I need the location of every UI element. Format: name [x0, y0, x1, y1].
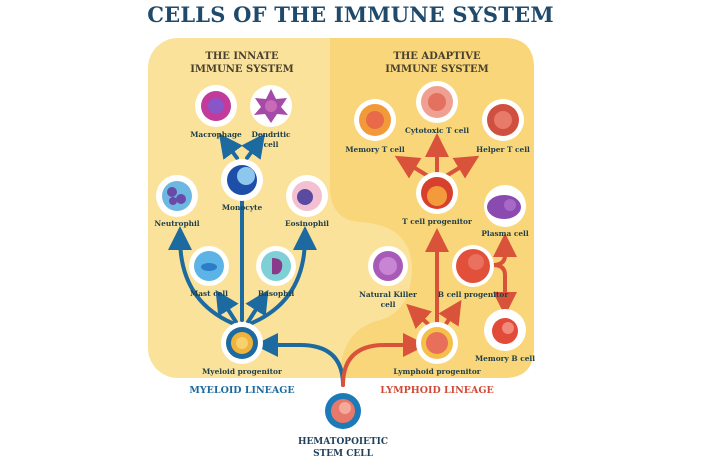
arrow-to-eosinophil [250, 226, 317, 325]
t-progenitor-cell [416, 172, 458, 214]
dendritic-label-line1: Dendritic [251, 130, 291, 139]
cytotoxic-t-cell [416, 81, 458, 123]
neutrophil-cell [156, 175, 198, 217]
dendritic-label: Dendritic cell [251, 130, 290, 150]
cytotoxic-t-label: Cytotoxic T cell [404, 126, 470, 135]
adaptive-heading-line1: THE ADAPTIVE [393, 51, 481, 62]
myeloid-progenitor-cell [221, 322, 263, 364]
lymphoid-progenitor-label: Lymphoid progenitor [393, 367, 481, 376]
mast-cell [189, 246, 229, 286]
basophil-label: Basophil [257, 289, 295, 298]
dendritic-label-line2: cell [263, 140, 279, 149]
myeloid-progenitor-label: Myeloid progenitor [202, 367, 282, 376]
monocyte-cell [221, 159, 263, 201]
memory-b-label: Memory B cell [474, 354, 536, 363]
lymphoid-progenitor-cell [416, 322, 458, 364]
macrophage-cell [195, 85, 237, 127]
arrow-to-helper-t [444, 155, 480, 179]
nk-label-line2: cell [380, 300, 396, 309]
dendritic-cell [250, 85, 292, 127]
memory-b-cell [484, 309, 526, 351]
helper-t-label: Helper T cell [476, 145, 530, 154]
lymphoid-lineage-label: LYMPHOID LINEAGE [380, 385, 494, 396]
b-progenitor-label: B cell progenitor [437, 290, 509, 299]
memory-t-label: Memory T cell [345, 145, 405, 154]
nk-label-line1: Natural Killer [359, 290, 417, 299]
plasma-label: Plasma cell [481, 229, 529, 238]
plasma-cell [484, 185, 526, 227]
memory-t-cell [354, 99, 396, 141]
macrophage-label: Macrophage [190, 130, 242, 139]
adaptive-heading-line2: IMMUNE SYSTEM [385, 64, 489, 75]
arrow-to-macrophage [218, 133, 243, 160]
arrow-to-mast-cell [215, 289, 239, 324]
neutrophil-label: Neutrophil [154, 219, 200, 228]
eosinophil-label: Eosinophil [285, 219, 329, 228]
arrow-to-b-progenitor [438, 299, 462, 327]
stem-cell-label: HEMATOPOIETIC STEM CELL [298, 436, 388, 460]
page-title: CELLS OF THE IMMUNE SYSTEM [147, 2, 554, 27]
b-progenitor-cell [452, 245, 494, 287]
arrow-to-memory-b [491, 263, 517, 316]
stem-cell [323, 391, 363, 431]
nk-label: Natural Killer cell [359, 290, 417, 310]
innate-heading-line1: THE INNATE [205, 51, 279, 62]
stem-cell-label-line1: HEMATOPOIETIC [297, 437, 389, 447]
adaptive-heading: THE ADAPTIVE IMMUNE SYSTEM [385, 50, 489, 76]
monocyte-label: Monocyte [221, 203, 263, 212]
arrow-to-nk [406, 303, 432, 329]
arrow-to-basophil [245, 289, 269, 324]
eosinophil-cell [286, 175, 328, 217]
helper-t-cell [482, 99, 524, 141]
arrow-to-dendritic [241, 133, 266, 160]
innate-heading: THE INNATE IMMUNE SYSTEM [190, 50, 294, 76]
myeloid-lineage-label: MYELOID LINEAGE [189, 385, 295, 396]
t-progenitor-label: T cell progenitor [402, 217, 472, 226]
innate-heading-line2: IMMUNE SYSTEM [190, 64, 294, 75]
arrow-to-neutrophil [168, 226, 234, 325]
stem-cell-label-line2: STEM CELL [313, 449, 373, 459]
arrow-to-memory-t [394, 155, 430, 179]
basophil-cell [256, 246, 296, 286]
mast-cell-label: Mast cell [190, 289, 228, 298]
arrow-stem-to-lymphoid [341, 333, 427, 387]
nk-cell [368, 246, 408, 286]
